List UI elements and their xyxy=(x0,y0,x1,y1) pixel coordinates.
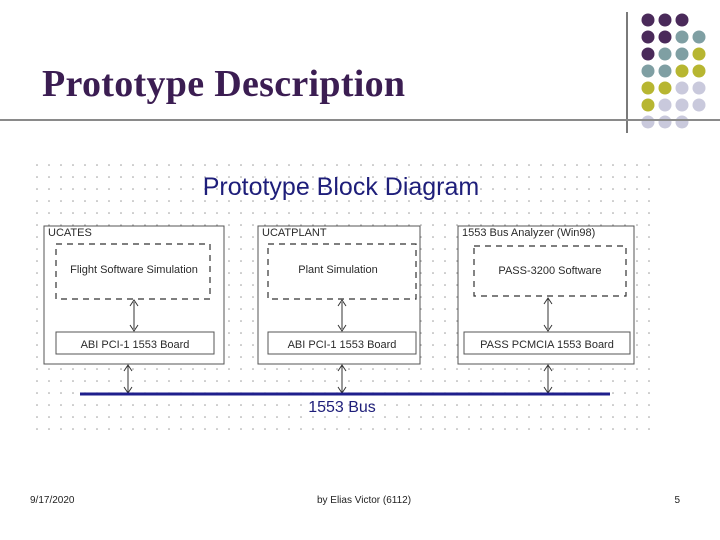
connector-ucatplant-bus-arrow-up xyxy=(337,364,347,372)
block-bus-analyzer-board: PASS PCMCIA 1553 Board xyxy=(480,339,614,351)
slide-title: Prototype Description xyxy=(42,63,406,105)
block-bus-analyzer-board-box xyxy=(463,331,631,355)
decorative-dot xyxy=(675,64,689,78)
decorative-dot xyxy=(658,47,672,61)
decorative-dot xyxy=(658,13,672,27)
block-ucatplant-board: ABI PCI-1 1553 Board xyxy=(288,339,397,351)
connector-ucates-bus-arrow-up xyxy=(123,364,133,372)
block-ucates-board-box xyxy=(55,331,215,355)
block-ucates-label: UCATES xyxy=(48,227,92,239)
decorative-dot xyxy=(675,47,689,61)
decorative-dot xyxy=(675,115,689,129)
decorative-dot xyxy=(658,98,672,112)
block-bus-analyzer-software-box xyxy=(473,245,627,297)
page-number: 5 xyxy=(674,495,680,506)
block-bus-analyzer-software: PASS-3200 Software xyxy=(498,265,601,277)
decorative-dot xyxy=(641,115,655,129)
block-bus-analyzer: 1553 Bus Analyzer (Win98) PASS-3200 Soft… xyxy=(457,225,635,365)
footer-date: 9/17/2020 xyxy=(30,495,75,506)
decorative-dot xyxy=(658,115,672,129)
bus-label: 1553 Bus xyxy=(308,399,376,416)
connector-ucatplant-internal-arrow-up xyxy=(337,299,347,307)
decorative-dot xyxy=(675,30,689,44)
connector-analyzer-internal-arrow-up xyxy=(543,297,553,305)
decorative-dot xyxy=(675,13,689,27)
decorative-dot xyxy=(658,81,672,95)
decorative-dot xyxy=(658,64,672,78)
connector-analyzer-bus-arrow-up xyxy=(543,364,553,372)
internal-connectors xyxy=(129,297,553,332)
block-ucatplant: UCATPLANT Plant Simulation ABI PCI-1 155… xyxy=(257,225,421,365)
connector-ucates-internal-arrow-down xyxy=(129,324,139,332)
bus-connectors xyxy=(123,364,553,394)
decorative-dot xyxy=(641,30,655,44)
decorative-dot xyxy=(641,64,655,78)
footer-author: by Elias Victor (6112) xyxy=(316,495,412,506)
title-horizontal-divider xyxy=(0,119,720,121)
connector-analyzer-internal-arrow-down xyxy=(543,324,553,332)
block-ucatplant-board-box xyxy=(267,331,417,355)
decorative-dot xyxy=(692,64,706,78)
decorative-dot-grid xyxy=(641,13,706,129)
decorative-dot xyxy=(692,81,706,95)
block-ucates-software-box xyxy=(55,243,211,300)
decorative-dot xyxy=(675,81,689,95)
block-diagram: Prototype Block Diagram UCATES Flight So… xyxy=(30,155,652,433)
decorative-dot xyxy=(692,47,706,61)
block-ucates-board: ABI PCI-1 1553 Board xyxy=(81,339,190,351)
decorative-dot xyxy=(641,98,655,112)
decorative-dot xyxy=(692,30,706,44)
decorative-dot xyxy=(641,81,655,95)
decorative-dot xyxy=(641,13,655,27)
connector-ucates-internal-arrow-up xyxy=(129,299,139,307)
connector-ucatplant-internal-arrow-down xyxy=(337,324,347,332)
title-vertical-divider xyxy=(626,12,628,133)
decorative-dot xyxy=(675,98,689,112)
diagram-title: Prototype Block Diagram xyxy=(203,173,480,201)
block-ucatplant-software: Plant Simulation xyxy=(298,264,378,276)
block-ucates: UCATES Flight Software Simulation ABI PC… xyxy=(43,225,225,365)
decorative-dot xyxy=(641,47,655,61)
block-bus-analyzer-label: 1553 Bus Analyzer (Win98) xyxy=(462,227,595,239)
decorative-dot xyxy=(692,98,706,112)
block-ucatplant-software-box xyxy=(267,243,417,300)
block-ucatplant-label: UCATPLANT xyxy=(262,227,327,239)
decorative-dot xyxy=(658,30,672,44)
block-ucates-software: Flight Software Simulation xyxy=(70,264,198,276)
